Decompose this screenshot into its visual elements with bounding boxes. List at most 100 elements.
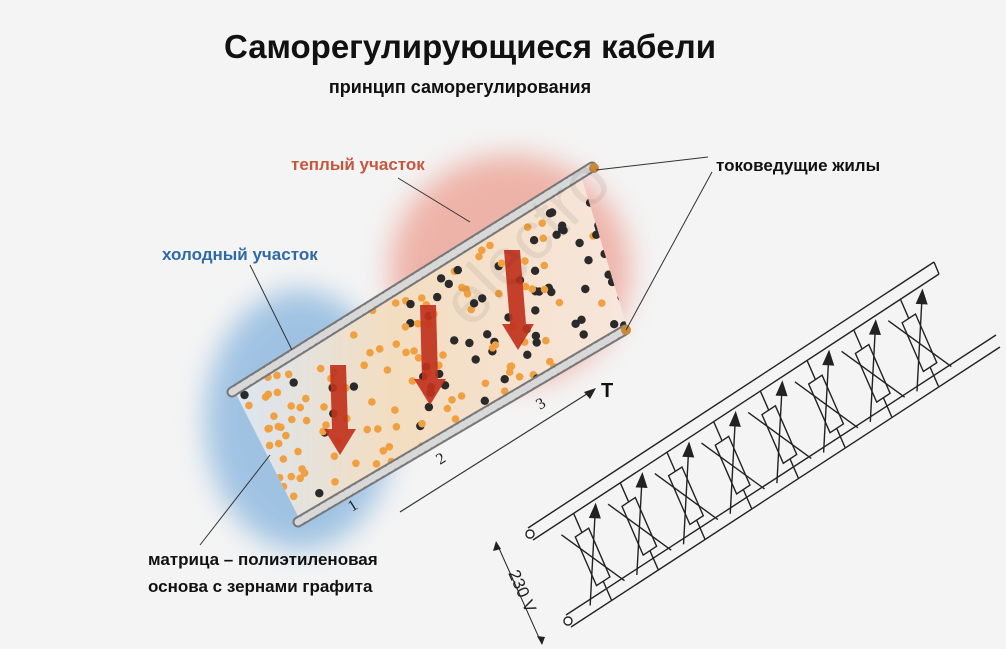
polymer-grain — [296, 475, 304, 483]
polymer-grain — [251, 172, 259, 180]
graphite-grain — [610, 346, 618, 354]
graphite-grain — [621, 429, 629, 437]
polymer-grain — [282, 268, 290, 276]
ptc-resistor — [795, 352, 858, 453]
polymer-grain — [241, 174, 249, 182]
polymer-grain — [326, 273, 334, 281]
polymer-grain — [236, 216, 244, 224]
polymer-grain — [372, 192, 380, 200]
graphite-grain — [624, 466, 632, 474]
graphite-grain — [589, 377, 597, 385]
polymer-grain — [322, 421, 330, 429]
graphite-grain — [604, 450, 612, 458]
graphite-grain — [270, 269, 278, 277]
warm-section-label: теплый участок — [291, 155, 425, 175]
graphite-grain — [523, 351, 531, 359]
graphite-grain — [302, 274, 310, 282]
polymer-grain — [350, 249, 358, 257]
polymer-grain — [511, 516, 519, 524]
polymer-grain — [598, 299, 606, 307]
graphite-grain — [406, 517, 414, 525]
polymer-grain — [516, 373, 524, 381]
matrix-label: матрица – полиэтиленовая основа с зернам… — [148, 546, 378, 600]
polymer-grain — [256, 163, 264, 171]
polymer-grain — [260, 182, 268, 190]
polymer-grain — [393, 206, 401, 214]
polymer-grain — [285, 371, 293, 379]
graphite-grain — [454, 490, 462, 498]
graphite-grain — [549, 437, 557, 445]
polymer-grain — [228, 513, 236, 521]
voltage-label: 230 V — [504, 567, 540, 616]
polymer-grain — [265, 425, 273, 433]
polymer-grain — [489, 344, 497, 352]
polymer-grain — [568, 489, 576, 497]
polymer-grain — [409, 377, 417, 385]
graphite-grain — [547, 288, 555, 296]
polymer-grain — [534, 433, 542, 441]
cold-section-label: холодный участок — [162, 245, 318, 265]
graphite-grain — [610, 320, 618, 328]
polymer-grain — [320, 403, 328, 411]
voltage-marker: 230 V — [493, 541, 545, 645]
polymer-grain — [287, 402, 295, 410]
graphite-grain — [574, 476, 582, 484]
polymer-grain — [288, 416, 296, 424]
polymer-grain — [404, 479, 412, 487]
graphite-grain — [580, 330, 588, 338]
polymer-grain — [294, 448, 302, 456]
polymer-grain — [462, 437, 470, 445]
polymer-grain — [482, 380, 490, 388]
graphite-grain — [282, 220, 290, 228]
polymer-grain — [393, 423, 401, 431]
graphite-grain — [558, 509, 566, 517]
polymer-grain — [296, 404, 304, 412]
polymer-grain — [257, 201, 265, 209]
polymer-grain — [386, 443, 394, 451]
polymer-grain — [260, 220, 268, 228]
polymer-grain — [396, 478, 404, 486]
polymer-grain — [393, 483, 401, 491]
polymer-grain — [418, 294, 426, 302]
polymer-grain — [532, 448, 540, 456]
graphite-grain — [601, 453, 609, 461]
polymer-grain — [342, 200, 350, 208]
polymer-grain — [325, 248, 333, 256]
graphite-grain — [541, 490, 549, 498]
polymer-grain — [365, 513, 373, 521]
polymer-grain — [385, 476, 393, 484]
polymer-grain — [360, 362, 368, 370]
graphite-grain — [344, 235, 352, 243]
polymer-grain — [280, 455, 288, 463]
polymer-grain — [334, 229, 342, 237]
graphite-grain — [350, 382, 358, 390]
graphite-grain — [406, 193, 414, 201]
polymer-grain — [318, 270, 326, 278]
graphite-grain — [600, 510, 608, 518]
polymer-grain — [541, 286, 549, 294]
graphite-grain — [558, 464, 566, 472]
polymer-grain — [302, 395, 310, 403]
polymer-grain — [339, 215, 347, 223]
graphite-grain — [450, 336, 458, 344]
graphite-grain — [461, 439, 469, 447]
polymer-grain — [273, 372, 281, 380]
polymer-grain — [558, 376, 566, 384]
polymer-grain — [600, 426, 608, 434]
terminal-bottom — [564, 617, 572, 625]
polymer-grain — [236, 278, 244, 286]
polymer-grain — [259, 169, 267, 177]
ptc-resistor — [702, 413, 765, 514]
polymer-grain — [377, 254, 385, 262]
graphite-grain — [281, 220, 289, 228]
graphite-grain — [430, 517, 438, 525]
terminal-top — [526, 530, 534, 538]
polymer-grain — [276, 204, 284, 212]
graphite-grain — [622, 390, 630, 398]
polymer-grain — [600, 467, 608, 475]
polymer-grain — [409, 475, 417, 483]
graphite-grain — [586, 360, 594, 368]
polymer-grain — [527, 488, 535, 496]
polymer-grain — [613, 449, 621, 457]
polymer-grain — [318, 268, 326, 276]
